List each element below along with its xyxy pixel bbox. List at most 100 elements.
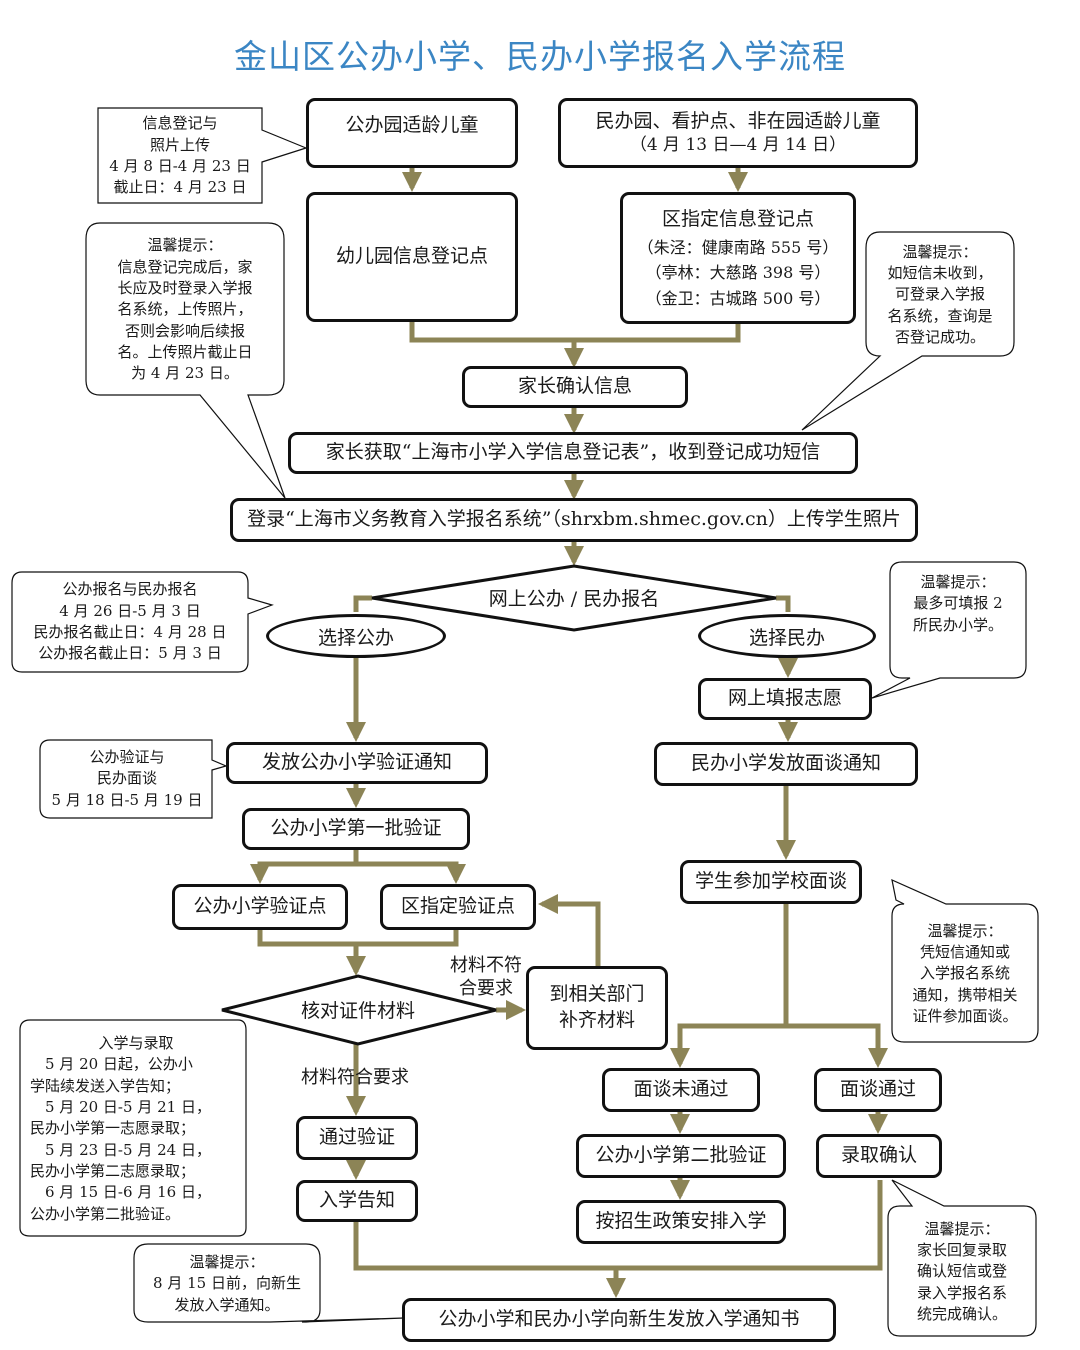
note-tip-confirm-line3: 确认短信或登 bbox=[916, 1262, 1007, 1281]
note-tip-interview-line1: 温馨提示： bbox=[927, 921, 1003, 940]
parent-receive-form-text: 家长获取“上海市小学入学信息登记表”，收到登记成功短信 bbox=[325, 441, 821, 464]
materials-not-ok-line1: 材料不符 bbox=[450, 955, 522, 976]
note-enroll-admit-line8: 6 月 15 日-6 月 16 日， bbox=[30, 1183, 211, 1202]
note-enroll-admit-line3: 学陆续发送入学告知； bbox=[30, 1076, 181, 1095]
supplement-materials-box: 到相关部门 补齐材料 bbox=[526, 966, 668, 1050]
callout-tip-sms bbox=[801, 231, 1015, 431]
note-tip-interview-line4: 通知，携带相关 bbox=[912, 985, 1018, 1004]
callout-bubbles bbox=[11, 107, 1039, 1337]
note-tip-upload-line3: 长应及时登录入学报 bbox=[117, 279, 253, 298]
callout-registration-dates bbox=[11, 571, 274, 673]
public-second-batch-box: 公办小学第二批验证 bbox=[576, 1134, 786, 1178]
final-notice-box: 公办小学和民办小学向新生发放入学通知书 bbox=[402, 1298, 836, 1342]
arrange-by-policy-box: 按招生政策安排入学 bbox=[576, 1200, 786, 1244]
note-enroll-admit: 入学与录取 5 月 20 日起，公办小 学陆续发送入学告知； 5 月 20 日-… bbox=[30, 1026, 242, 1232]
note-info-upload-line4: 截止日：4 月 23 日 bbox=[113, 178, 247, 197]
admission-notice-box: 入学告知 bbox=[296, 1180, 418, 1222]
note-tip-sms-line1: 温馨提示： bbox=[902, 242, 978, 261]
callout-tip-interview bbox=[891, 878, 1039, 1043]
note-tip-two-schools-line3: 所民办小学。 bbox=[912, 615, 1003, 634]
note-tip-sms: 温馨提示： 如短信未收到， 可登录入学报 名系统，查询是 否登记成功。 bbox=[868, 238, 1012, 352]
choose-private-oval: 选择民办 bbox=[698, 614, 876, 658]
note-registration-dates-line1: 公办报名与民办报名 bbox=[62, 580, 198, 599]
student-interview-text: 学生参加学校面谈 bbox=[694, 870, 847, 893]
choose-private-text: 选择民办 bbox=[748, 626, 825, 649]
note-tip-upload-line4: 名系统，上传照片， bbox=[117, 300, 253, 319]
online-registration-diamond bbox=[371, 564, 777, 632]
note-tip-sms-line2: 如短信未收到， bbox=[887, 264, 993, 283]
note-info-upload-line1: 信息登记与 bbox=[142, 114, 218, 133]
admission-confirm-text: 录取确认 bbox=[840, 1144, 917, 1167]
note-verify-interview-line3: 5 月 18 日-5 月 19 日 bbox=[51, 790, 203, 809]
supplement-materials-line1: 到相关部门 bbox=[549, 983, 645, 1006]
note-tip-aug15-line1: 温馨提示： bbox=[189, 1253, 265, 1272]
kindergarten-registration-point-box: 幼儿园信息登记点 bbox=[306, 192, 518, 322]
note-info-upload: 信息登记与 照片上传 4 月 8 日-4 月 23 日 截止日：4 月 23 日 bbox=[98, 112, 262, 200]
check-documents-diamond bbox=[221, 974, 497, 1046]
final-notice-text: 公办小学和民办小学向新生发放入学通知书 bbox=[438, 1308, 800, 1331]
public-verification-notice-text: 发放公办小学验证通知 bbox=[261, 751, 452, 774]
student-interview-box: 学生参加学校面谈 bbox=[680, 860, 862, 904]
note-tip-aug15-line3: 发放入学通知。 bbox=[174, 1295, 280, 1314]
public-second-batch-text: 公办小学第二批验证 bbox=[595, 1144, 767, 1167]
callout-enroll-admit bbox=[19, 1019, 247, 1237]
choose-public-text: 选择公办 bbox=[317, 626, 394, 649]
page-title: 金山区公办小学、民办小学报名入学流程 bbox=[234, 37, 846, 76]
materials-ok-label: 材料符合要求 bbox=[301, 1067, 409, 1088]
public-first-batch-box: 公办小学第一批验证 bbox=[242, 808, 470, 850]
admission-notice-text: 入学告知 bbox=[318, 1189, 395, 1212]
note-tip-interview-line2: 凭短信通知或 bbox=[919, 943, 1010, 962]
interview-passed-text: 面谈通过 bbox=[839, 1078, 916, 1101]
note-info-upload-line2: 照片上传 bbox=[149, 135, 210, 154]
parent-confirm-info-box: 家长确认信息 bbox=[462, 366, 688, 408]
callout-verify-interview bbox=[39, 739, 228, 819]
note-enroll-admit-line4: 5 月 20 日-5 月 21 日， bbox=[30, 1098, 211, 1117]
note-enroll-admit-line6: 5 月 23 日-5 月 24 日， bbox=[30, 1140, 211, 1159]
note-tip-aug15: 温馨提示： 8 月 15 日前，向新生 发放入学通知。 bbox=[138, 1250, 316, 1318]
district-verification-point-text: 区指定验证点 bbox=[400, 895, 515, 918]
materials-not-ok-label: 材料不符 合要求 bbox=[438, 954, 534, 1001]
supplement-materials-line2: 补齐材料 bbox=[558, 1009, 635, 1031]
fill-preferences-text: 网上填报志愿 bbox=[727, 687, 842, 710]
note-tip-aug15-line2: 8 月 15 日前，向新生 bbox=[153, 1274, 301, 1293]
note-tip-confirm-line2: 家长回复录取 bbox=[916, 1241, 1007, 1260]
note-tip-upload-line6: 名。上传照片截止日 bbox=[117, 342, 253, 361]
public-first-batch-text: 公办小学第一批验证 bbox=[270, 817, 442, 840]
interview-passed-box: 面谈通过 bbox=[814, 1068, 942, 1112]
interview-failed-text: 面谈未通过 bbox=[633, 1078, 729, 1101]
public-kindergarten-children-box: 公办园适龄儿童 bbox=[306, 98, 518, 168]
interview-failed-box: 面谈未通过 bbox=[602, 1068, 760, 1112]
note-enroll-admit-line1: 入学与录取 bbox=[98, 1034, 174, 1053]
login-upload-photo-box: 登录“上海市义务教育入学报名系统”（shrxbm.shmec.gov.cn）上传… bbox=[230, 498, 918, 542]
note-registration-dates-line4: 公办报名截止日：5 月 3 日 bbox=[38, 644, 222, 663]
note-enroll-admit-line5: 民办小学第一志愿录取； bbox=[30, 1119, 196, 1138]
login-upload-photo-text: 登录“上海市义务教育入学报名系统”（shrxbm.shmec.gov.cn）上传… bbox=[247, 508, 901, 531]
public-verification-point-text: 公办小学验证点 bbox=[193, 895, 327, 918]
public-verification-point-box: 公办小学验证点 bbox=[172, 884, 348, 930]
check-documents-label: 核对证件材料 bbox=[300, 999, 415, 1022]
note-tip-two-schools-line2: 最多可填报 2 bbox=[913, 594, 1003, 613]
private-children-box: 民办园、看护点、非在园适龄儿童 （4 月 13 日—4 月 14 日） bbox=[558, 98, 918, 168]
district-registration-point-line1: （朱泾：健康南路 555 号） bbox=[637, 237, 839, 257]
note-tip-upload: 温馨提示： 信息登记完成后，家 长应及时登录入学报 名系统，上传照片， 否则会影… bbox=[92, 230, 278, 390]
private-children-line2: （4 月 13 日—4 月 14 日） bbox=[629, 135, 847, 156]
note-enroll-admit-line9: 公办小学第二批验证。 bbox=[30, 1204, 181, 1223]
note-tip-upload-line7: 为 4 月 23 日。 bbox=[131, 364, 239, 383]
callout-tip-aug15 bbox=[133, 1243, 405, 1323]
note-tip-upload-line1: 温馨提示： bbox=[147, 236, 223, 255]
callout-tip-two-schools bbox=[871, 561, 1027, 699]
pass-verification-text: 通过验证 bbox=[318, 1126, 395, 1149]
kindergarten-registration-point-text: 幼儿园信息登记点 bbox=[335, 245, 488, 268]
callout-tip-confirm bbox=[887, 1179, 1037, 1337]
connector-lines bbox=[250, 168, 888, 1298]
arrange-by-policy-text: 按招生政策安排入学 bbox=[595, 1210, 767, 1233]
note-registration-dates-line3: 民办报名截止日：4 月 28 日 bbox=[33, 623, 227, 641]
note-registration-dates-line2: 4 月 26 日-5 月 3 日 bbox=[59, 601, 201, 620]
note-tip-two-schools: 温馨提示： 最多可填报 2 所民办小学。 bbox=[892, 568, 1024, 640]
district-registration-point-line3: （金卫：古城路 500 号） bbox=[645, 288, 831, 308]
note-tip-interview-line3: 入学报名系统 bbox=[919, 964, 1010, 983]
private-children-line1: 民办园、看护点、非在园适龄儿童 bbox=[595, 109, 881, 132]
note-tip-confirm: 温馨提示： 家长回复录取 确认短信或登 录入学报名系 统完成确认。 bbox=[892, 1212, 1032, 1332]
materials-not-ok-line2: 合要求 bbox=[459, 978, 513, 1000]
